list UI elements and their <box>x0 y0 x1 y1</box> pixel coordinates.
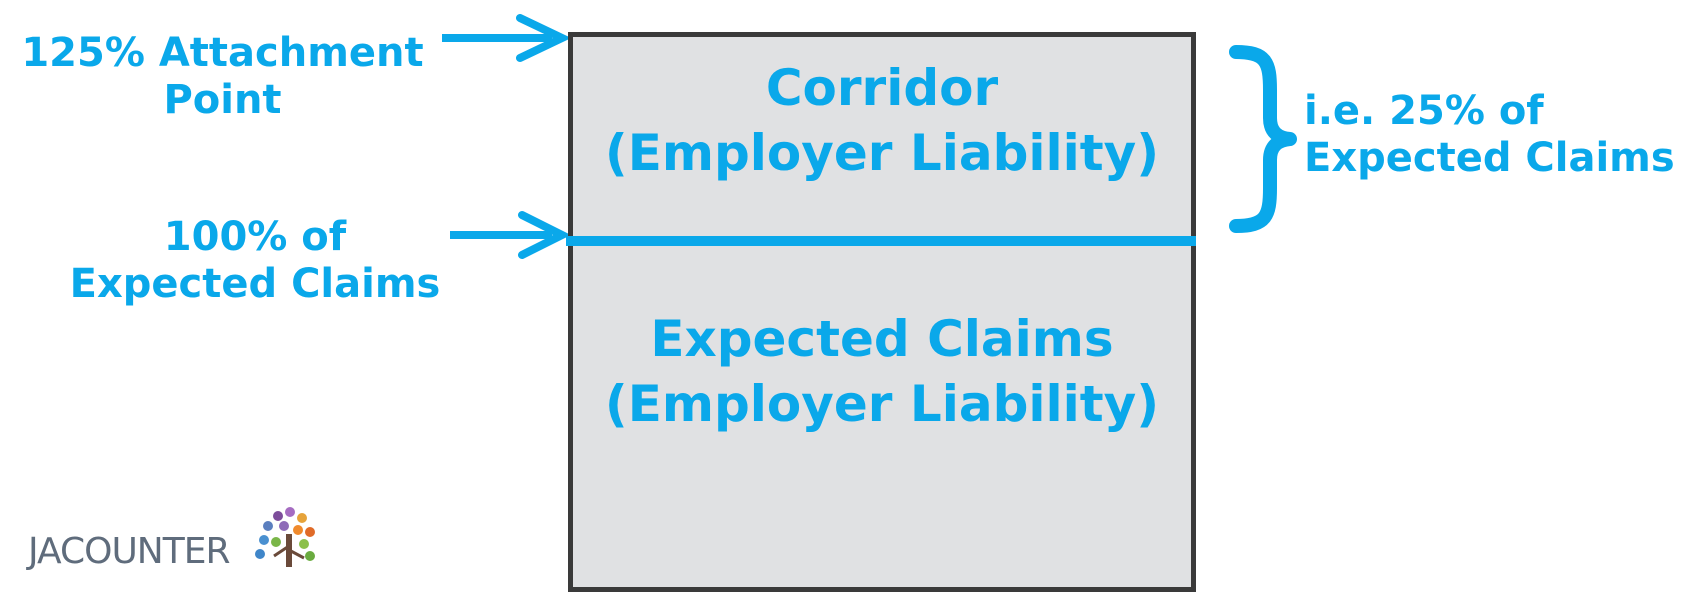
corridor-note-line-1: i.e. 25% of <box>1304 88 1544 134</box>
expected-threshold-line-2: Expected Claims <box>69 260 441 307</box>
corridor-title: Corridor <box>765 59 999 117</box>
corridor-percentage-note: i.e. 25% of Expected Claims <box>1304 88 1684 182</box>
expected-claims-subtitle: (Employer Liability) <box>604 375 1160 433</box>
attachment-point-label: 125% Attachment Point <box>10 30 435 124</box>
right-arrow-icon <box>442 14 570 62</box>
expected-claims-section-label: Expected Claims (Employer Liability) <box>568 307 1196 437</box>
expected-claims-divider-line <box>566 236 1196 246</box>
corridor-note-line-2: Expected Claims <box>1304 134 1675 181</box>
right-arrow-icon <box>450 211 570 259</box>
logo-tree-icon <box>255 507 315 567</box>
corridor-section-label: Corridor (Employer Liability) <box>568 56 1196 186</box>
expected-claims-threshold-label: 100% of Expected Claims <box>60 214 450 308</box>
logo-wordmark: JACOUNTER <box>28 531 230 572</box>
expected-claims-title: Expected Claims <box>650 310 1114 368</box>
attachment-point-line-1: 125% Attachment <box>21 30 424 76</box>
liability-stack-box <box>568 32 1196 592</box>
expected-threshold-line-1: 100% of <box>163 214 347 260</box>
corridor-subtitle: (Employer Liability) <box>604 124 1160 182</box>
attachment-point-line-2: Point <box>163 76 282 123</box>
right-brace-icon <box>1229 45 1297 233</box>
